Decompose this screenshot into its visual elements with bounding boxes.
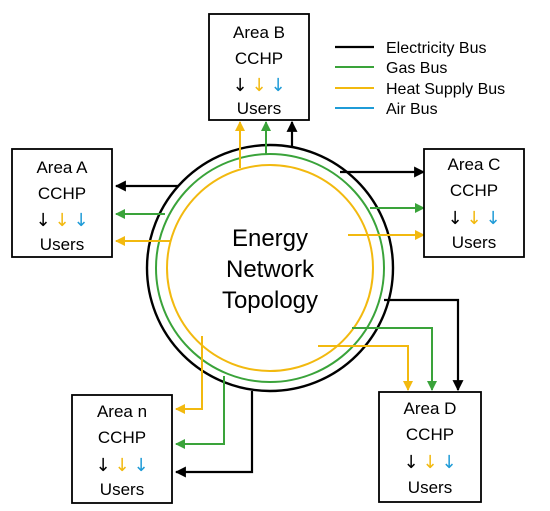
area-n-arrow-heat: ↓ <box>114 455 129 476</box>
legend-label-electricity: Electricity Bus <box>386 40 486 57</box>
center-label: Energy Network Topology <box>222 225 318 314</box>
area-c-arrow-heat: ↓ <box>466 208 481 229</box>
area-c-users: Users <box>452 233 496 252</box>
area-d-users: Users <box>408 478 452 497</box>
legend-label-gas: Gas Bus <box>386 60 447 77</box>
area-d-unit: CCHP <box>406 425 454 444</box>
area-b-arrow-electricity: ↓ <box>232 75 247 96</box>
center-line-3: Topology <box>222 287 318 314</box>
area-c-arrow-air: ↓ <box>485 208 500 229</box>
area-d-box: Area D CCHP ↓ ↓ ↓ Users <box>378 391 482 503</box>
area-d-arrow-electricity: ↓ <box>403 452 418 473</box>
gas-ring <box>155 153 385 383</box>
connector-n-gas <box>175 376 225 449</box>
legend-item-gas: Gas Bus <box>335 60 447 77</box>
legend-label-air: Air Bus <box>386 101 438 118</box>
area-n-users: Users <box>100 480 144 499</box>
area-n-frame <box>71 394 173 504</box>
area-n-arrow-air: ↓ <box>133 455 148 476</box>
area-b-name: Area B <box>233 23 285 42</box>
area-b-box: Area B CCHP ↓ ↓ ↓ Users <box>208 13 310 121</box>
area-c-box: Area C CCHP ↓ ↓ ↓ Users <box>423 148 525 258</box>
area-a-arrow-electricity: ↓ <box>35 210 50 231</box>
area-c-frame <box>423 148 525 258</box>
area-d-frame <box>378 391 482 503</box>
area-c-unit: CCHP <box>450 181 498 200</box>
area-a-box: Area A CCHP ↓ ↓ ↓ Users <box>11 148 113 258</box>
area-boxes: Area B CCHP ↓ ↓ ↓ Users Area A CCHP ↓ ↓ … <box>11 13 525 504</box>
connectors <box>114 120 464 478</box>
area-n-arrow-electricity: ↓ <box>95 455 110 476</box>
area-d-name: Area D <box>404 399 457 418</box>
legend-label-heat: Heat Supply Bus <box>386 81 505 98</box>
area-a-arrow-heat: ↓ <box>54 210 69 231</box>
area-b-users: Users <box>237 99 281 118</box>
area-a-users: Users <box>40 235 84 254</box>
connector-d-gas <box>352 327 437 391</box>
area-b-frame <box>208 13 310 121</box>
connector-n-heat <box>175 336 203 414</box>
connector-d-heat <box>318 345 413 391</box>
electricity-ring <box>145 143 395 393</box>
heat-ring <box>166 164 374 372</box>
area-n-unit: CCHP <box>98 428 146 447</box>
area-n-box: Area n CCHP ↓ ↓ ↓ Users <box>71 394 173 504</box>
center-line-1: Energy <box>232 225 308 252</box>
area-c-arrow-electricity: ↓ <box>447 208 462 229</box>
area-a-frame <box>11 148 113 258</box>
legend-item-electricity: Electricity Bus <box>335 40 486 57</box>
area-a-arrow-air: ↓ <box>73 210 88 231</box>
area-a-name: Area A <box>36 158 88 177</box>
connector-n-electricity <box>174 391 254 478</box>
legend: Electricity Bus Gas Bus Heat Supply Bus … <box>335 40 505 118</box>
connector-d-electricity <box>384 298 464 392</box>
area-d-arrow-air: ↓ <box>441 452 456 473</box>
area-c-name: Area C <box>448 155 501 174</box>
area-b-arrow-heat: ↓ <box>251 75 266 96</box>
topology-rings <box>145 143 395 393</box>
legend-item-air: Air Bus <box>335 101 438 118</box>
area-b-arrow-air: ↓ <box>270 75 285 96</box>
legend-item-heat: Heat Supply Bus <box>335 81 505 98</box>
area-a-unit: CCHP <box>38 184 86 203</box>
area-d-arrow-heat: ↓ <box>422 452 437 473</box>
area-n-name: Area n <box>97 402 147 421</box>
area-b-unit: CCHP <box>235 49 283 68</box>
center-line-2: Network <box>226 256 315 283</box>
